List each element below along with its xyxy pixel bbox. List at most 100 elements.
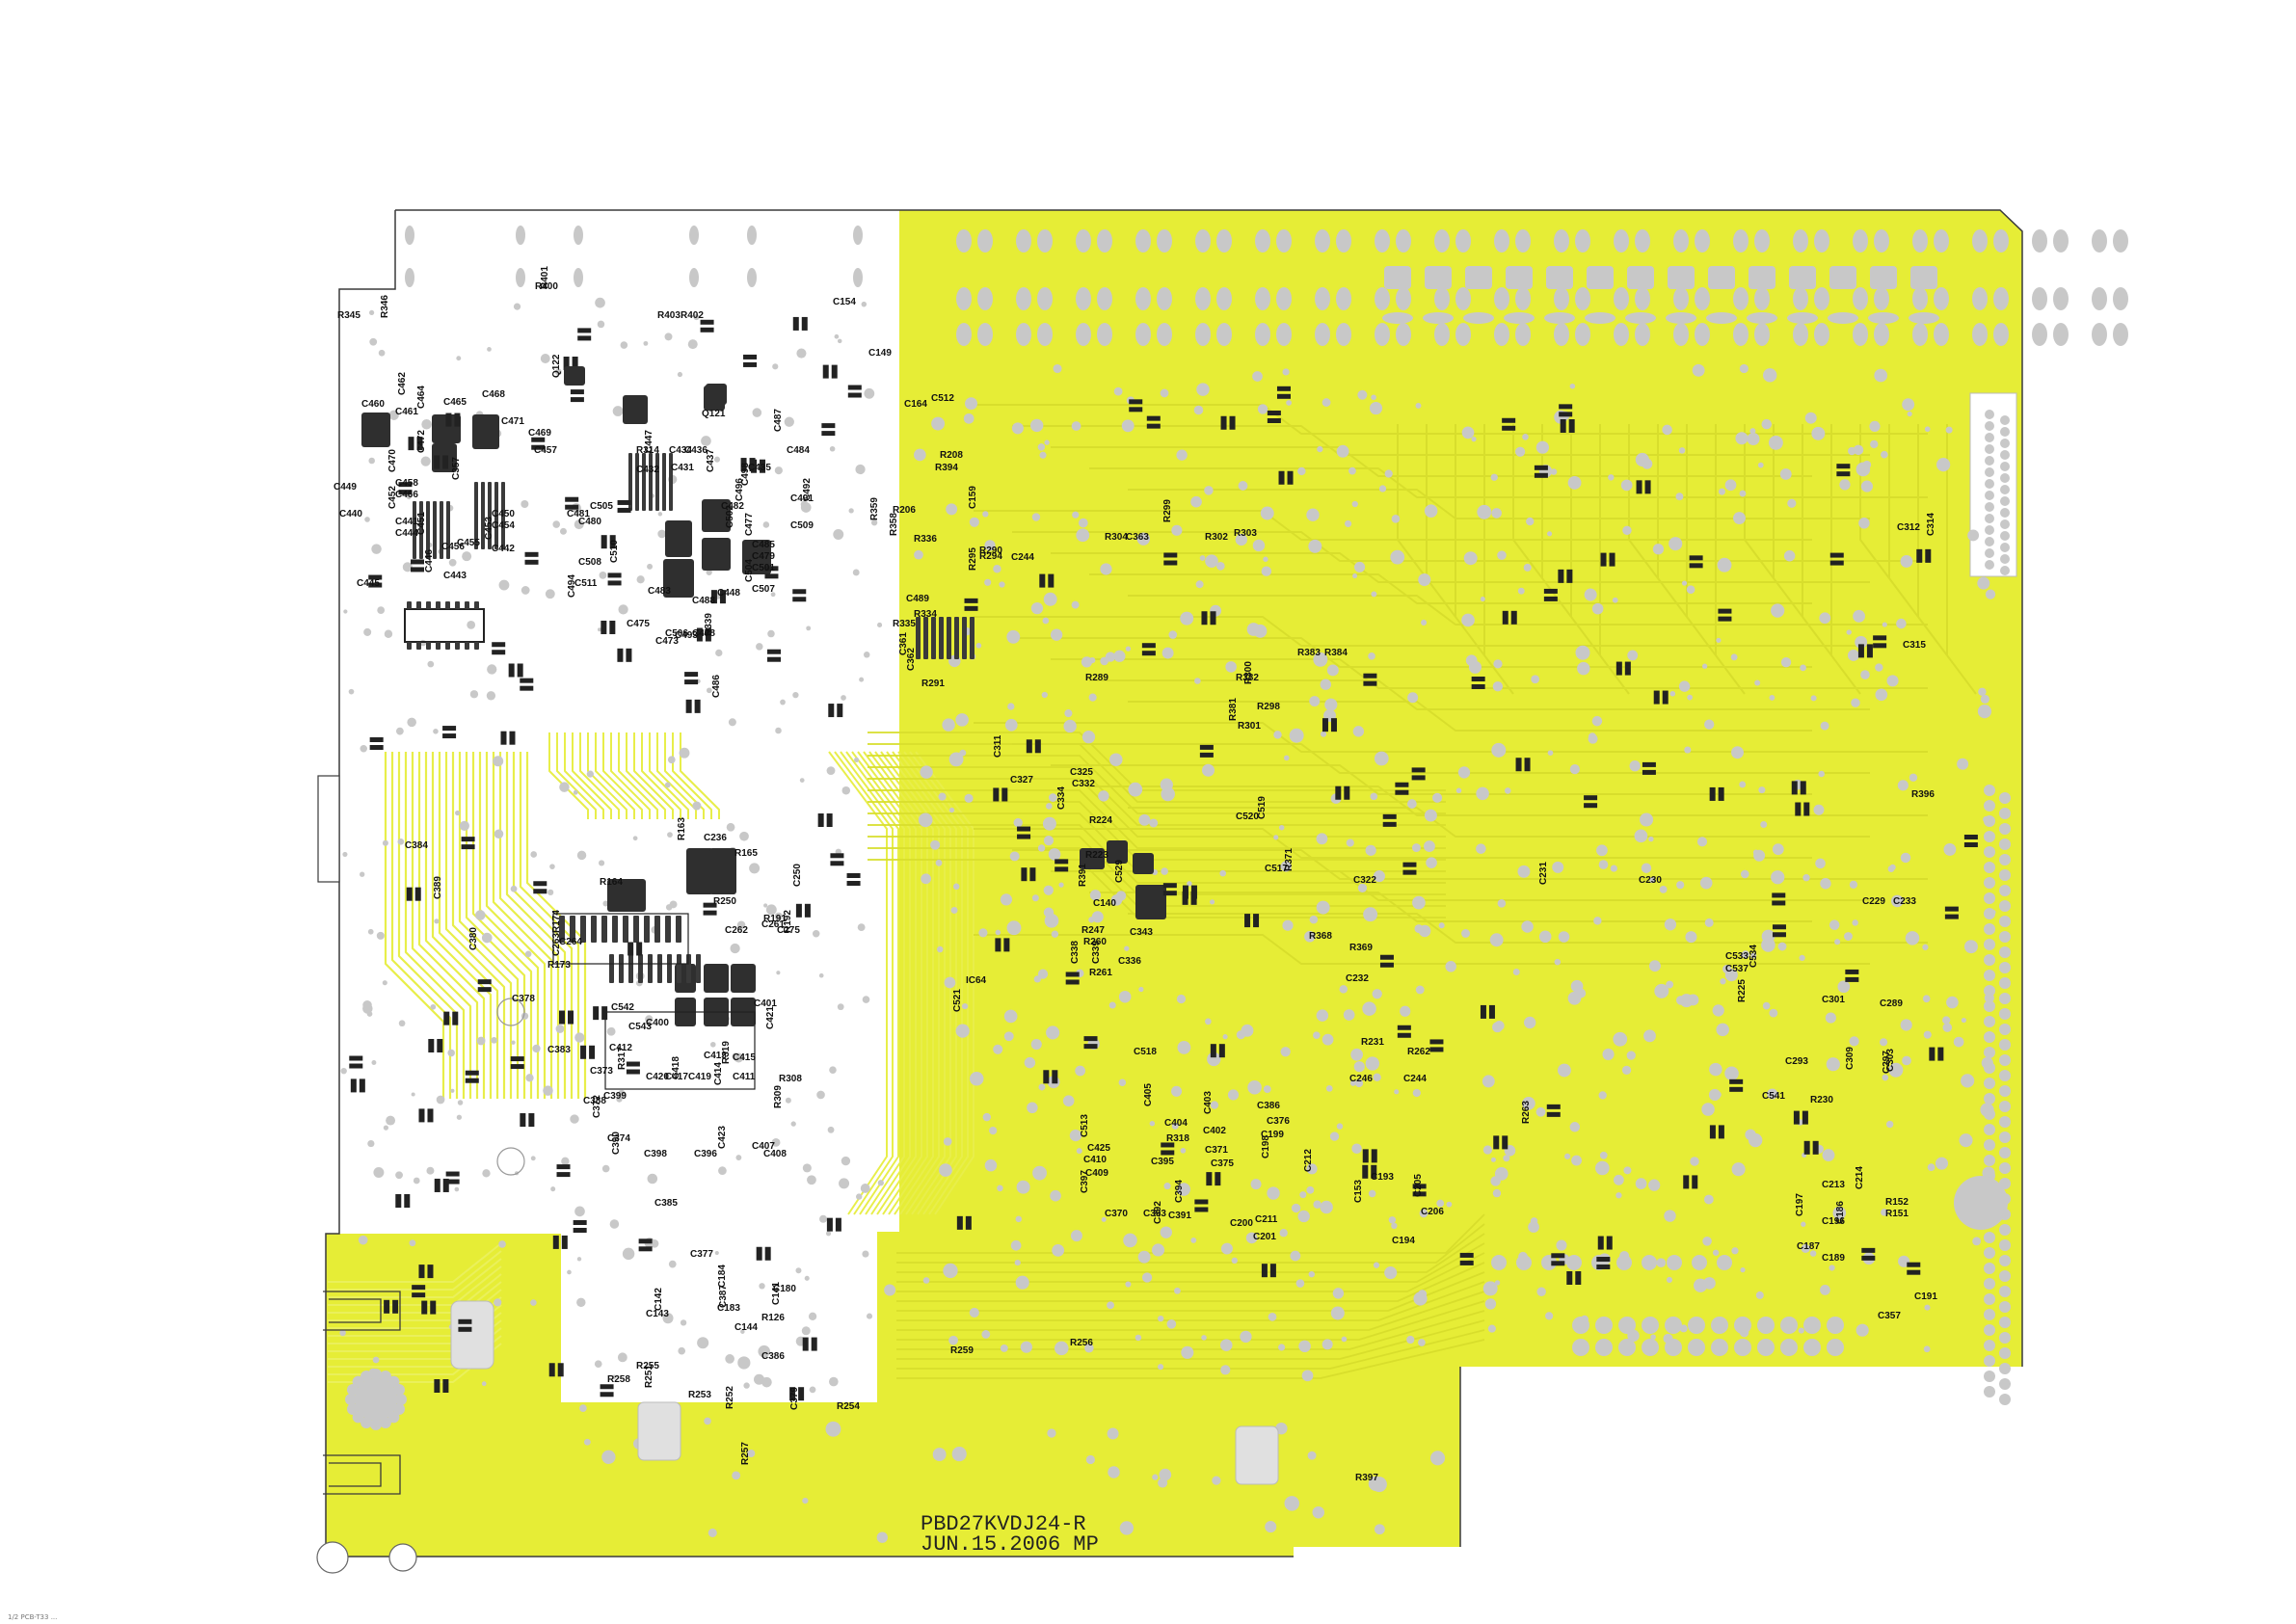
- via-pad: [1649, 877, 1656, 884]
- trace: [1830, 424, 1861, 695]
- via-pad: [664, 333, 673, 341]
- via-pad: [1320, 1200, 1333, 1214]
- via-pad: [1118, 1078, 1127, 1086]
- smd-cap: [696, 627, 703, 642]
- via-pad: [829, 445, 836, 452]
- smd-cap: [1278, 470, 1285, 485]
- smd-cap: [1596, 1265, 1611, 1270]
- designator-c450: C450: [492, 509, 515, 519]
- via-pad: [1922, 944, 1929, 950]
- via-pad: [1042, 816, 1056, 831]
- via-pad: [884, 1284, 896, 1296]
- via-pad: [1999, 792, 2011, 804]
- via-pad: [1299, 1191, 1307, 1199]
- smd-cap: [454, 413, 461, 427]
- via-pad: [475, 910, 486, 920]
- via-pad: [1531, 675, 1540, 684]
- via-pad: [1354, 1078, 1364, 1088]
- via-pad: [852, 569, 860, 576]
- via-pad: [1984, 970, 1995, 981]
- smd-cap: [359, 1078, 365, 1093]
- via-pad: [369, 309, 375, 316]
- via-pad: [1714, 1091, 1722, 1099]
- via-pad: [1712, 1004, 1724, 1017]
- smd-cap: [1411, 767, 1426, 773]
- via-pad: [1152, 1474, 1159, 1480]
- via-pad: [1161, 647, 1174, 659]
- via-pad: [1051, 930, 1059, 938]
- via-pad: [1874, 368, 1888, 383]
- via-pad: [687, 339, 698, 350]
- via-pad: [1426, 857, 1437, 868]
- oval-pad: [1315, 229, 1330, 253]
- via-pad: [1977, 576, 1990, 590]
- trace: [974, 616, 1870, 647]
- trace: [1888, 424, 1919, 618]
- via-pad: [1853, 444, 1864, 456]
- designator-c395: C395: [1151, 1157, 1174, 1167]
- via-pad: [1999, 900, 2011, 912]
- smd-cap: [1335, 785, 1342, 800]
- via-pad: [1515, 446, 1526, 457]
- designator-r400: R400: [535, 281, 558, 292]
- via-pad: [728, 718, 736, 727]
- via-pad: [1554, 958, 1562, 966]
- via-pad: [1804, 412, 1817, 424]
- via-pad: [377, 606, 386, 615]
- via-pad: [1072, 511, 1080, 519]
- via-pad: [395, 727, 404, 735]
- smd-package: [1080, 848, 1105, 869]
- board-part-number: PBD27KVDJ24-R: [921, 1512, 1086, 1536]
- via-pad: [1550, 468, 1558, 475]
- smd-cap: [703, 902, 717, 908]
- trace: [465, 752, 526, 1099]
- via-pad: [574, 519, 584, 530]
- via-pad: [1896, 618, 1907, 629]
- via-pad: [1043, 835, 1055, 846]
- via-pad: [1113, 386, 1123, 396]
- smd-cap: [445, 413, 452, 427]
- oval-pad: [1423, 312, 1454, 324]
- via-pad: [1709, 1062, 1722, 1077]
- designator-r173: R173: [547, 960, 571, 971]
- via-pad: [1984, 993, 1994, 1003]
- designator-c311: C311: [993, 734, 1003, 758]
- via-pad: [1524, 1016, 1536, 1029]
- ground-pad: [637, 1401, 681, 1461]
- designator-r261: R261: [1089, 968, 1112, 978]
- via-pad: [1394, 1089, 1400, 1095]
- smd-cap: [384, 1299, 390, 1314]
- designator-r254: R254: [837, 1401, 860, 1412]
- via-pad: [1492, 681, 1504, 692]
- via-pad: [595, 297, 605, 308]
- square-pad: [1627, 266, 1654, 289]
- via-pad: [756, 643, 763, 651]
- via-pad: [395, 1394, 407, 1405]
- smd-cap: [1566, 1270, 1573, 1285]
- smd-chip: [426, 601, 431, 609]
- via-pad: [491, 1037, 497, 1044]
- via-pad: [1771, 870, 1785, 885]
- via-pad: [1390, 549, 1405, 565]
- smd-chip: [413, 501, 416, 559]
- via-pad: [1667, 1255, 1682, 1270]
- designator-c447: C447: [644, 430, 654, 453]
- via-pad: [583, 1438, 591, 1446]
- via-pad: [1780, 1339, 1798, 1356]
- trace: [1628, 424, 1659, 579]
- oval-pad: [956, 323, 972, 346]
- oval-pad: [1635, 287, 1650, 310]
- smd-cap: [349, 1055, 363, 1061]
- ic-body: [404, 608, 485, 643]
- via-pad: [1985, 444, 1994, 454]
- designator-r250: R250: [713, 896, 736, 907]
- smd-cap: [1488, 1004, 1495, 1019]
- via-pad: [1985, 456, 1994, 466]
- smd-chip: [446, 501, 450, 559]
- via-pad: [761, 1376, 772, 1388]
- trace: [602, 732, 643, 819]
- via-pad: [378, 349, 386, 357]
- smd-cap: [430, 1300, 437, 1315]
- designator-c541: C541: [1762, 1091, 1785, 1102]
- trace: [896, 1271, 1485, 1312]
